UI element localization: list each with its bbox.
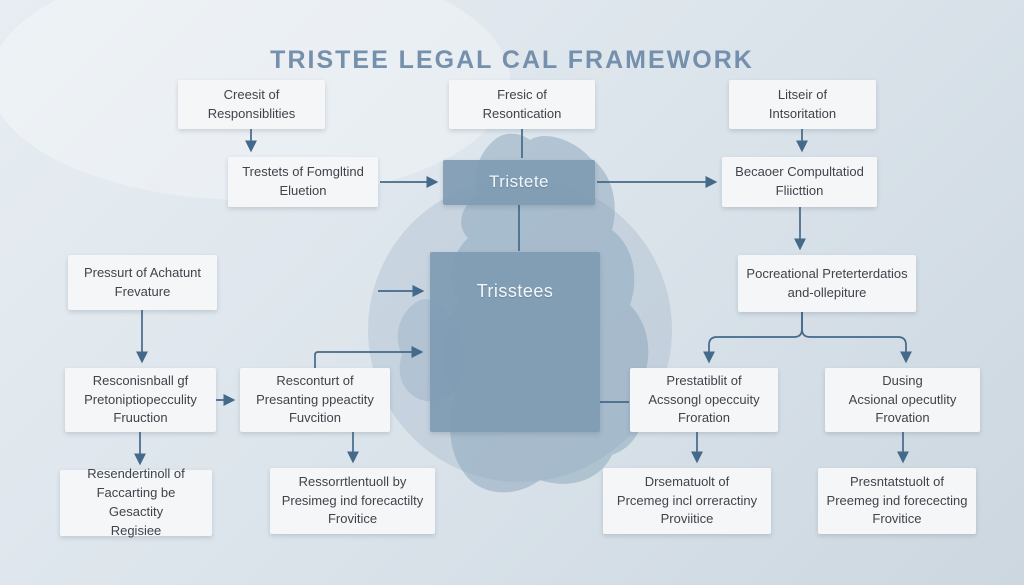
node-resconisnball: Resconisnball gf Pretoniptiopecculity Fr…	[65, 368, 216, 432]
node-tristete: Tristete	[443, 160, 595, 205]
node-ressorrtlentuoll: Ressorrtlentuoll by Presimeg ind forecac…	[270, 468, 435, 534]
node-pressurt: Pressurt of Achatunt Frevature	[68, 255, 217, 310]
node-prestatiblit: Prestatiblit of Acssongl opeccuity Frora…	[630, 368, 778, 432]
node-presntatstuolt: Presntatstuolt of Preemeg ind forecectin…	[818, 468, 976, 534]
edge-resconturt-trisstees	[314, 346, 424, 368]
node-resendertinoll: Resendertinoll of Faccarting be Gesactit…	[60, 466, 212, 538]
node-trestets: Trestets of Fomgltind Eluetion	[228, 157, 378, 207]
node-resconturt: Resconturt of Presanting ppeactity Fuvci…	[240, 368, 390, 432]
node-trisstees: Trisstees	[430, 252, 600, 432]
node-becaoer: Becaoer Compultatiod Fliicttion	[722, 157, 877, 207]
node-fresic: Fresic of Resontication	[449, 80, 595, 129]
node-litseir: Litseir of Intsoritation	[729, 80, 876, 129]
diagram-title: TRISTEE LEGAL CAL FRAMEWORK	[270, 46, 754, 74]
node-creesit: Creesit of Responsiblities	[178, 80, 325, 129]
node-pocreational: Pocreational Preterterdatios and-ollepit…	[738, 255, 916, 312]
node-dusing: Dusing Acsional opecutlity Frovation	[825, 368, 980, 432]
node-drsematuolt: Drsematuolt of Prcemeg incl orreractiny …	[603, 468, 771, 534]
edge-pocreational-dusing	[801, 312, 912, 364]
edge-pocreational-prestatiblit	[703, 312, 803, 364]
